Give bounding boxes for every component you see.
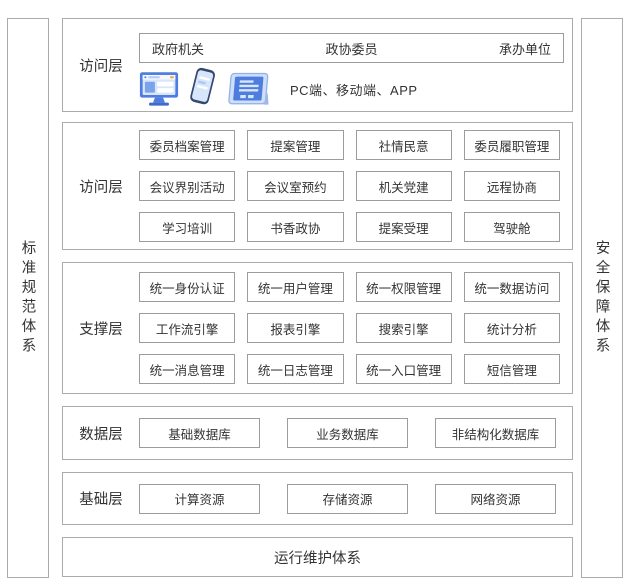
layer-support: 支撑层 统一身份认证 统一用户管理 统一权限管理 统一数据访问 工作流引擎 报表… bbox=[62, 262, 573, 394]
app-module-box: 委员履职管理 bbox=[463, 130, 560, 160]
support-module-box: 工作流引擎 bbox=[139, 313, 236, 343]
support-module-box: 统一身份认证 bbox=[139, 272, 236, 302]
sidebar-standards-label: 标准规范体系 bbox=[19, 239, 36, 357]
support-module-box: 统一入口管理 bbox=[355, 354, 452, 384]
app-module-box: 驾驶舱 bbox=[463, 212, 560, 242]
layer-access-top-label: 访问层 bbox=[79, 58, 123, 75]
resource-box: 计算资源 bbox=[139, 483, 260, 514]
support-module-box: 统一日志管理 bbox=[247, 354, 344, 384]
layer-access-top: 访问层 政府机关 政协委员 承办单位 bbox=[62, 18, 573, 112]
layer-data: 数据层 基础数据库 业务数据库 非结构化数据库 bbox=[62, 406, 573, 460]
tablet-icon bbox=[228, 72, 269, 105]
user-groups-box: 政府机关 政协委员 承办单位 bbox=[139, 33, 564, 63]
support-module-box: 短信管理 bbox=[463, 354, 560, 384]
footer-label: 运行维护体系 bbox=[274, 550, 361, 567]
application-module-grid: 委员档案管理 提案管理 社情民意 委员履职管理 会议界别活动 会议室预约 机关党… bbox=[139, 123, 560, 249]
user-group-cppcc-members: 政协委员 bbox=[325, 41, 378, 57]
layer-infrastructure: 基础层 计算资源 存储资源 网络资源 bbox=[62, 472, 573, 525]
app-module-box: 委员档案管理 bbox=[139, 130, 236, 160]
app-module-box: 学习培训 bbox=[139, 212, 236, 242]
footer-operation-maintenance-bar: 运行维护体系 bbox=[62, 537, 573, 577]
layer-access-top-content: 政府机关 政协委员 承办单位 bbox=[139, 19, 564, 111]
app-module-box: 远程协商 bbox=[463, 171, 560, 201]
support-module-box: 统一数据访问 bbox=[463, 272, 560, 302]
layer-data-label: 数据层 bbox=[79, 426, 123, 443]
support-module-box: 搜索引擎 bbox=[355, 313, 452, 343]
app-module-box: 提案受理 bbox=[355, 212, 452, 242]
pc-monitor-icon bbox=[139, 71, 179, 106]
support-module-box: 报表引擎 bbox=[247, 313, 344, 343]
layer-infrastructure-label: 基础层 bbox=[79, 492, 123, 508]
sidebar-security-system: 安全保障体系 bbox=[581, 18, 623, 578]
sidebar-security-label: 安全保障体系 bbox=[593, 239, 610, 357]
support-module-grid: 统一身份认证 统一用户管理 统一权限管理 统一数据访问 工作流引擎 报表引擎 搜… bbox=[139, 263, 560, 393]
app-module-box: 书香政协 bbox=[247, 212, 344, 242]
support-module-box: 统一消息管理 bbox=[139, 354, 236, 384]
resource-box: 网络资源 bbox=[435, 483, 556, 514]
database-row: 基础数据库 业务数据库 非结构化数据库 bbox=[139, 407, 556, 459]
smartphone-icon bbox=[187, 66, 216, 111]
sidebar-standards-system: 标准规范体系 bbox=[7, 18, 49, 578]
database-box: 基础数据库 bbox=[139, 418, 260, 448]
layer-support-label: 支撑层 bbox=[79, 321, 123, 338]
database-box: 业务数据库 bbox=[287, 418, 408, 448]
resource-box: 存储资源 bbox=[287, 483, 408, 514]
app-module-box: 会议界别活动 bbox=[139, 171, 236, 201]
support-module-box: 统一权限管理 bbox=[355, 272, 452, 302]
layer-application-label: 访问层 bbox=[79, 179, 123, 196]
devices-caption: PC端、移动端、APP bbox=[290, 82, 418, 98]
app-module-box: 提案管理 bbox=[247, 130, 344, 160]
database-box: 非结构化数据库 bbox=[435, 418, 556, 448]
app-module-box: 社情民意 bbox=[355, 130, 452, 160]
user-group-undertaking-units: 承办单位 bbox=[498, 41, 551, 57]
support-module-box: 统一用户管理 bbox=[247, 272, 344, 302]
devices-row: PC端、移动端、APP bbox=[139, 66, 564, 111]
app-module-box: 会议室预约 bbox=[247, 171, 344, 201]
layer-application: 访问层 委员档案管理 提案管理 社情民意 委员履职管理 会议界别活动 会议室预约… bbox=[62, 122, 573, 250]
app-module-box: 机关党建 bbox=[355, 171, 452, 201]
support-module-box: 统计分析 bbox=[463, 313, 560, 343]
resource-row: 计算资源 存储资源 网络资源 bbox=[139, 473, 556, 524]
user-group-government: 政府机关 bbox=[152, 41, 205, 57]
